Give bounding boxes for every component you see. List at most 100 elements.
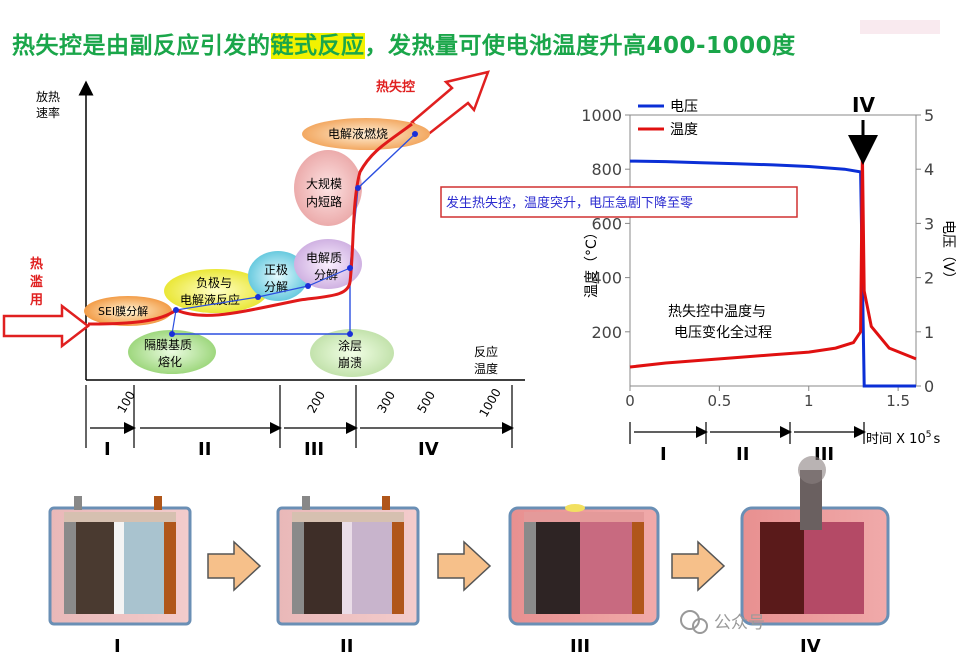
x-axis-label-1: 反应 xyxy=(474,344,498,359)
y2-tick-label: 4 xyxy=(924,160,934,179)
x-tick-label: 0 xyxy=(625,392,635,410)
bubble-electrolyte-line1: 电解质 xyxy=(306,251,342,265)
bubble-separator-line1: 隔膜基质 xyxy=(144,338,192,352)
event-point xyxy=(347,265,353,271)
bubble-sei-label: SEI膜分解 xyxy=(98,304,148,318)
decorative-fade-bar xyxy=(860,20,940,34)
stage-label-III: III xyxy=(304,439,324,460)
event-point xyxy=(412,131,418,137)
temp-tick-500: 500 xyxy=(414,389,438,416)
bubble-short-line2: 内短路 xyxy=(306,194,342,209)
bubble-coating xyxy=(310,329,394,377)
x-axis-label-2: 温度 xyxy=(474,361,498,376)
event-point xyxy=(169,331,175,337)
left-diagram: 放热 速率 反应 温度 热 滥 用 热失控 SEI膜分解 隔膜基质 熔化 负极与… xyxy=(2,70,525,460)
bubble-anode-line2: 电解液反应 xyxy=(180,292,240,307)
cell-stage-III xyxy=(508,504,660,626)
cell-stage-IV xyxy=(740,456,890,626)
event-points xyxy=(169,131,418,337)
cell-label-III: III xyxy=(570,636,590,657)
x-tick-label: 1.5 xyxy=(886,392,910,410)
bottom-cell-panel: I II III xyxy=(48,456,890,657)
caption-line-2: 电压变化全过程 xyxy=(674,324,772,341)
abuse-arrow xyxy=(2,303,91,349)
y-tick-label: 1000 xyxy=(581,106,622,125)
annotation-text: 发生热失控，温度突升，电压急剧下降至零 xyxy=(446,195,693,211)
ylabel-right: 电压（V） xyxy=(940,220,956,286)
y-tick-label: 200 xyxy=(591,323,622,342)
bubble-combustion xyxy=(302,118,430,150)
y-axis-label-1: 放热 xyxy=(36,89,60,104)
abuse-label-2: 滥 xyxy=(30,274,43,290)
runaway-label: 热失控 xyxy=(376,79,415,95)
cell-arrow-1 xyxy=(207,540,262,592)
stage-label-IV: IV xyxy=(418,439,439,460)
stage-marker-IV: IV xyxy=(852,93,875,117)
y2-tick-label: 1 xyxy=(924,323,934,342)
annotation-box: 发生热失控，温度突升，电压急剧下降至零 xyxy=(440,186,798,218)
temp-tick-200: 200 xyxy=(304,389,328,416)
series-voltage-line xyxy=(629,159,916,388)
abuse-label-3: 用 xyxy=(29,293,43,308)
event-point xyxy=(255,294,261,300)
heat-curve xyxy=(87,122,413,326)
bubble-coating-line1: 涂层 xyxy=(338,338,362,353)
bubble-short xyxy=(294,150,362,226)
bubble-electrolyte xyxy=(294,239,362,289)
stage-label-II: II xyxy=(198,439,211,460)
x-tick-label: 1 xyxy=(804,392,814,410)
ylabel-left: 温度（°C） xyxy=(584,225,600,298)
series-temperature-line xyxy=(629,152,917,369)
stage-dividers xyxy=(85,385,514,448)
runaway-arrow xyxy=(410,70,490,138)
bubble-cathode xyxy=(248,251,308,301)
annotation-frame xyxy=(440,186,798,218)
cell-label-I: I xyxy=(114,636,121,657)
bubble-short-line1: 大规模 xyxy=(306,176,342,191)
bubble-separator-line2: 熔化 xyxy=(158,354,182,369)
cell-arrow-3 xyxy=(671,540,726,592)
headline-part-2: ，发热量可使电池温度升高400-1000度 xyxy=(364,33,796,59)
plot-frame xyxy=(629,114,917,387)
event-point xyxy=(305,283,311,289)
bubble-sei xyxy=(84,296,172,326)
watermark-text: 公众号 xyxy=(714,613,765,633)
bubble-electrolyte-line2: 分解 xyxy=(314,268,338,282)
headline-highlight: 链式反应 xyxy=(270,33,365,59)
right-stage-arrows xyxy=(629,422,866,444)
event-point xyxy=(355,185,361,191)
abuse-label-1: 热 xyxy=(30,256,43,272)
x-tick-label: 0.5 xyxy=(707,392,731,410)
bubble-cathode-line2: 分解 xyxy=(264,280,288,294)
page-headline: 热失控是由副反应引发的链式反应，发热量可使电池温度升高400-1000度 xyxy=(12,26,912,62)
y2-tick-label: 3 xyxy=(924,214,934,233)
right-stage-II: II xyxy=(736,444,749,465)
event-point xyxy=(347,331,353,337)
cell-stage-I xyxy=(48,496,192,626)
cell-stage-II xyxy=(276,496,420,626)
y-axis-label-2: 速率 xyxy=(36,105,60,120)
y-tick-label: 800 xyxy=(591,160,622,179)
y-tick-label: 400 xyxy=(591,269,622,288)
temp-tick-300: 300 xyxy=(374,389,398,416)
legend-voltage-label: 电压 xyxy=(670,99,698,115)
bubble-coating-line2: 崩溃 xyxy=(338,356,362,370)
y-tick-label: 600 xyxy=(591,214,622,233)
bubble-cathode-line1: 正极 xyxy=(264,263,288,277)
bubble-separator xyxy=(128,330,216,374)
temp-tick-1000: 1000 xyxy=(476,386,503,419)
caption-line-1: 热失控中温度与 xyxy=(668,304,766,320)
headline-part-1: 热失控是由副反应引发的 xyxy=(12,33,271,59)
bubble-anode xyxy=(164,269,268,313)
y2-tick-label: 2 xyxy=(924,269,934,288)
legend-temperature-label: 温度 xyxy=(670,122,698,138)
stage-label-I: I xyxy=(104,439,111,460)
right-stage-I: I xyxy=(660,444,667,465)
bubble-combustion-label: 电解液燃烧 xyxy=(328,126,388,141)
cell-label-II: II xyxy=(340,636,353,657)
y2-tick-label: 5 xyxy=(924,106,934,125)
